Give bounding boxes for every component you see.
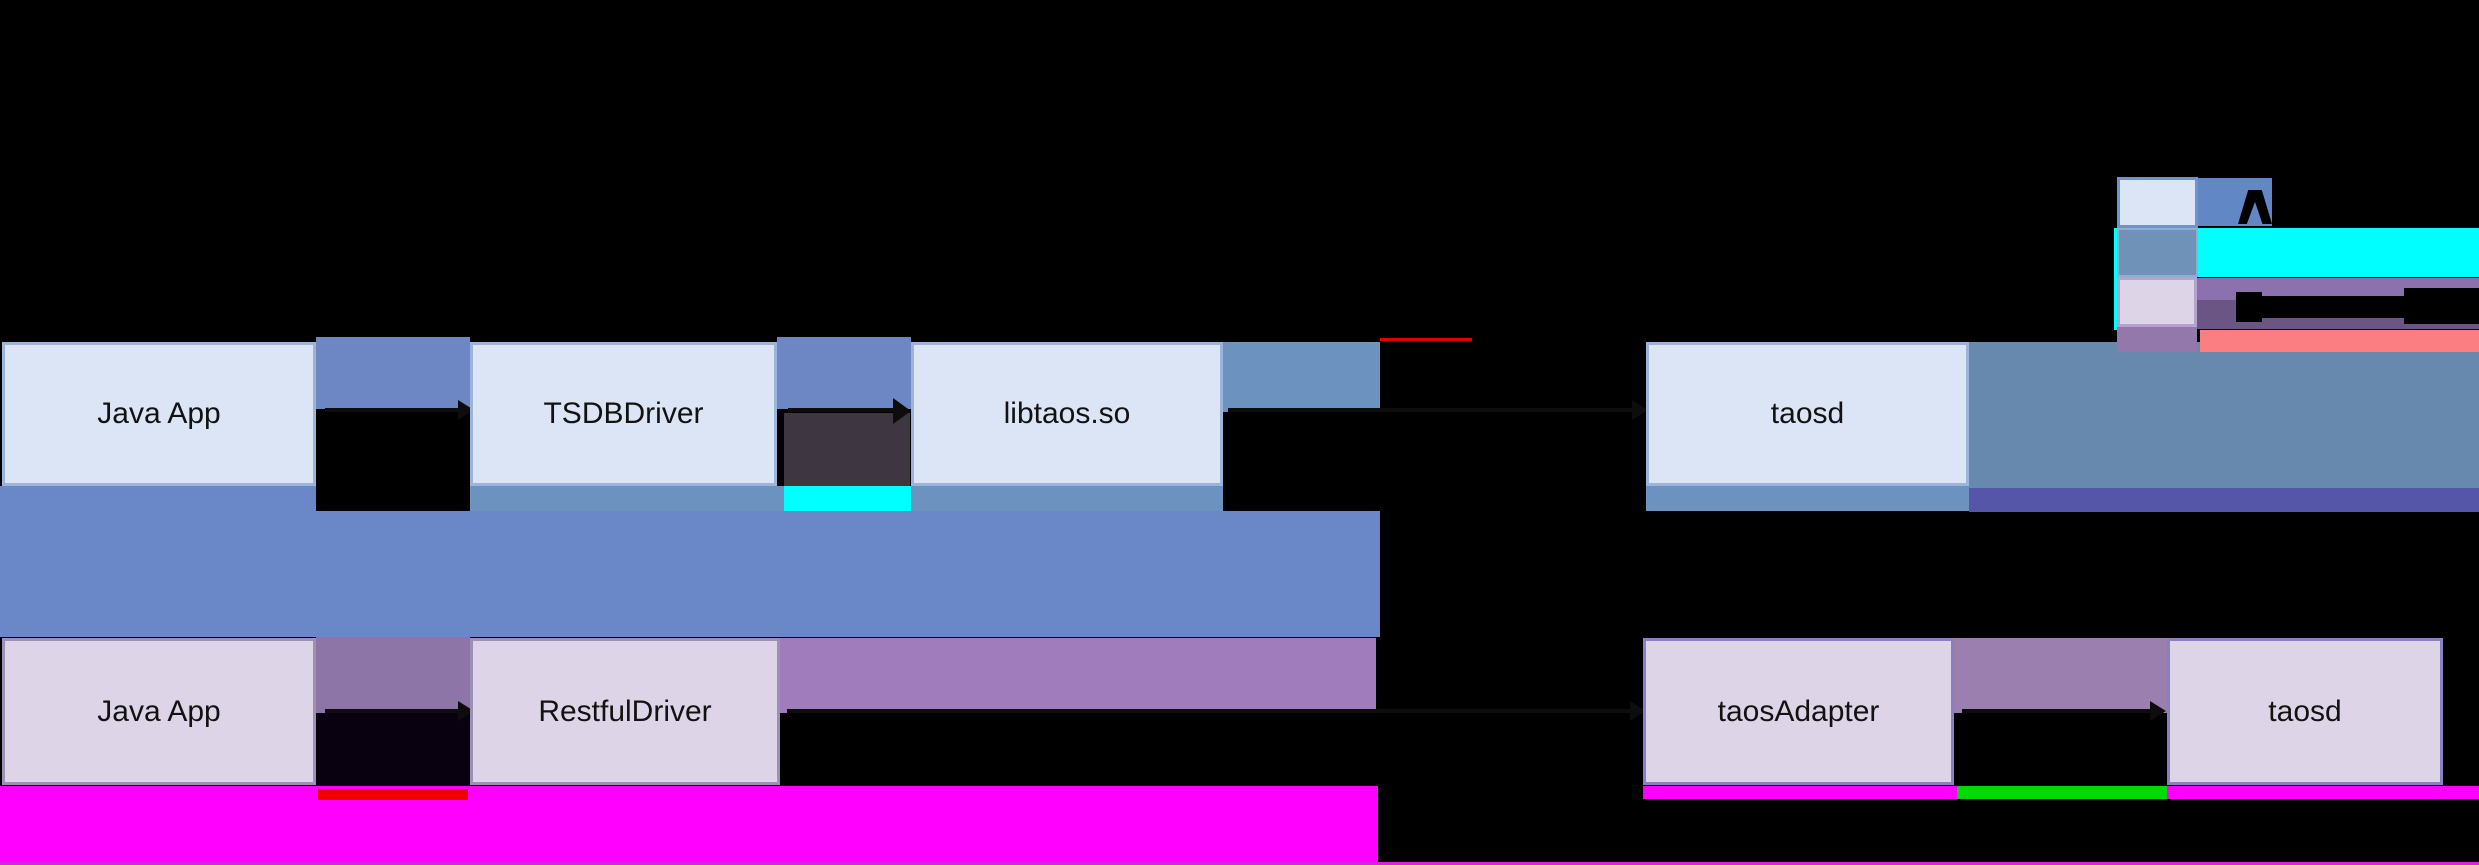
charcoal-block-jni-gap2 <box>784 413 910 486</box>
band-right-of-taosd <box>1969 342 2479 488</box>
arrow-java-tsdb-line <box>325 408 458 412</box>
box-taosd-rest-label: taosd <box>2268 694 2342 728</box>
band-rest-gap1 <box>316 637 470 713</box>
legend-glyph-rest-fragment-2 <box>2260 296 2410 318</box>
legend-band-cyan <box>2198 228 2479 277</box>
arrow-taosadapter-taosd-line <box>1962 709 2150 713</box>
arrow-tsdb-libtaos-line <box>788 408 893 412</box>
legend-glyph-rest-fragment-3 <box>2404 288 2479 324</box>
band-jni-gap1 <box>316 337 470 409</box>
arrow-tsdb-libtaos-head <box>893 398 911 424</box>
box-libtaos: libtaos.so <box>911 342 1223 486</box>
box-restfuldriver-label: RestfulDriver <box>538 694 712 728</box>
box-taosadapter-label: taosAdapter <box>1717 694 1880 728</box>
box-taosd-jni: taosd <box>1646 342 1969 486</box>
arrow-libtaos-taosd-line <box>1228 408 1632 412</box>
legend-swatch-steel <box>2117 228 2198 277</box>
dark-under-rest-gap1 <box>316 713 470 785</box>
box-java-app-jni: Java App <box>2 342 316 486</box>
arrow-libtaos-taosd-head <box>1632 400 1648 420</box>
legend-cyan-sliver <box>2114 228 2118 330</box>
box-taosd-rest: taosd <box>2167 638 2443 785</box>
legend-swatch-native <box>2117 177 2198 228</box>
legend-band-salmon <box>2200 330 2479 352</box>
band-rest-main <box>0 786 1378 865</box>
box-java-app-jni-label: Java App <box>97 397 221 430</box>
band-jni-gap2 <box>777 337 911 409</box>
strip-green-rest-gap2 <box>1957 786 2167 799</box>
band-rest-gap2 <box>1954 638 2167 713</box>
box-taosd-jni-label: taosd <box>1770 397 1845 430</box>
legend-swatch-lavender <box>2117 277 2197 327</box>
red-annotation-line <box>1380 338 1472 341</box>
arrow-restful-taosadapter-line <box>787 709 1630 713</box>
strip-under-taosd-jni <box>1646 486 1969 511</box>
strip-under-libtaos <box>911 486 1223 511</box>
box-taosadapter: taosAdapter <box>1643 638 1954 785</box>
strip-cyan-jni-gap2 <box>784 486 911 511</box>
legend-swatch-mauve <box>2117 327 2197 352</box>
bottom-edge-line <box>0 862 2479 865</box>
legend-glyph-rest-fragment-1 <box>2236 292 2262 322</box>
box-java-app-rest-label: Java App <box>97 694 221 728</box>
arrow-taosadapter-taosd-head <box>2150 701 2166 721</box>
band-rest-right <box>780 638 1376 713</box>
band-right-of-libtaos <box>1223 342 1380 412</box>
box-tsdbdriver: TSDBDriver <box>470 342 777 486</box>
strip-red-rest-gap1 <box>318 789 468 800</box>
box-tsdbdriver-label: TSDBDriver <box>543 397 704 430</box>
band-jni-main <box>0 511 1380 637</box>
arrow-java-restful-line <box>325 709 458 713</box>
box-restfuldriver: RestfulDriver <box>470 638 780 785</box>
box-java-app-rest: Java App <box>2 638 316 785</box>
strip-indigo-right <box>1969 488 2479 512</box>
patch-under-java-app-jni <box>0 486 316 512</box>
arrow-restful-taosadapter-head <box>1630 701 1646 721</box>
box-libtaos-label: libtaos.so <box>1003 397 1131 430</box>
strip-under-tsdbdriver <box>470 486 784 511</box>
